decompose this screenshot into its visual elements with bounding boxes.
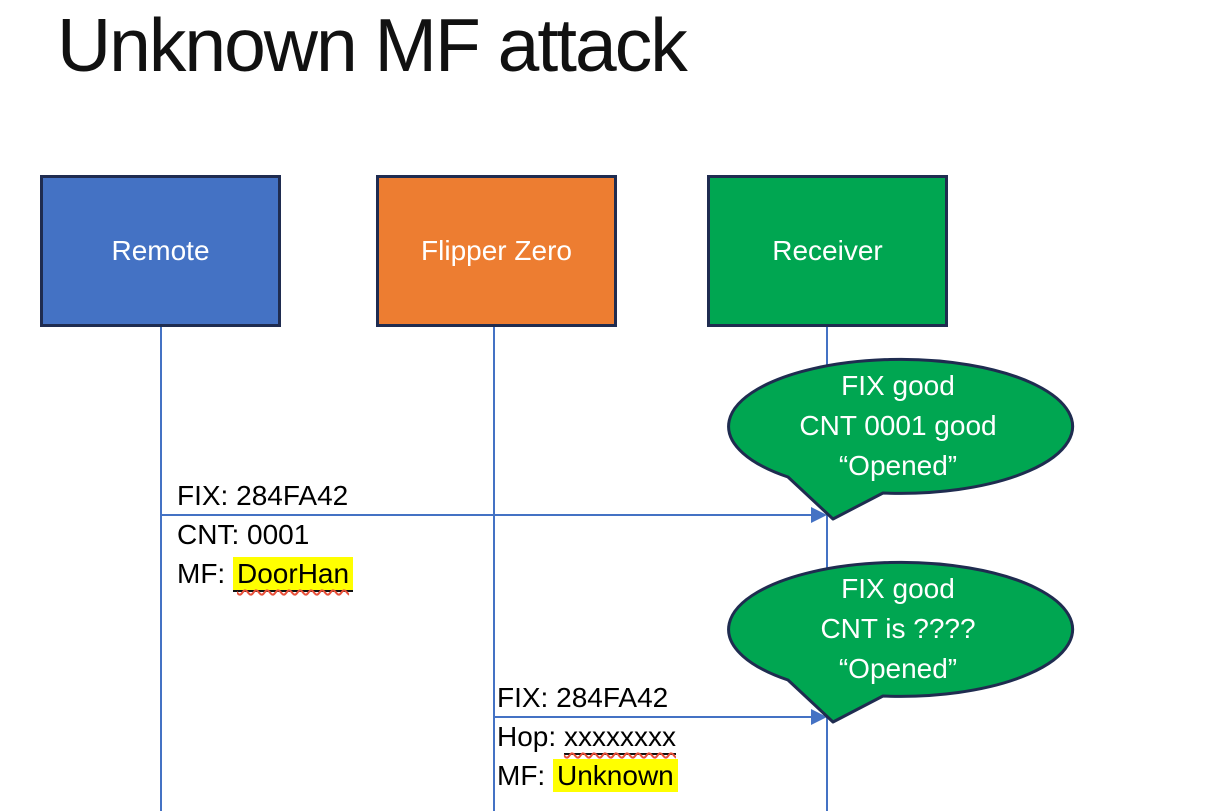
message-2-fix-row: FIX: 284FA42 <box>497 682 669 713</box>
speech-bubble-2 <box>727 560 1075 724</box>
speech-bubble-shape <box>727 357 1075 521</box>
message-1-cnt-row: CNT: 0001 <box>177 519 310 550</box>
message-label-flipper: FIX: 284FA42 Hop: xxxxxxxx MF: Unknown <box>497 678 678 795</box>
message-2-hop-row: Hop: xxxxxxxx <box>497 717 678 756</box>
underlined-value-hop: xxxxxxxx <box>563 721 676 755</box>
lifeline-remote <box>160 327 162 811</box>
actor-label-flipper-zero: Flipper Zero <box>421 235 572 266</box>
actor-box-remote: Remote <box>40 175 281 327</box>
message-line-remote-to-receiver <box>161 514 813 516</box>
actor-box-flipper-zero: Flipper Zero <box>376 175 617 327</box>
highlighted-value-unknown: Unknown <box>553 759 678 792</box>
message-1-fix-row: FIX: 284FA42 <box>177 480 349 511</box>
highlighted-value-doorhan: DoorHan <box>233 557 354 592</box>
actor-box-receiver: Receiver <box>707 175 948 327</box>
message-1-mf-row: MF: DoorHan <box>177 554 354 593</box>
message-line-flipper-to-receiver <box>494 716 813 718</box>
lifeline-flipper-zero <box>493 327 495 811</box>
bubble-text-2: FIX good CNT is ???? “Opened” <box>820 573 976 684</box>
message-label-remote: FIX: 284FA42 CNT: 0001 MF: DoorHan <box>177 476 354 593</box>
bubble-text-1: FIX good CNT 0001 good “Opened” <box>799 370 997 481</box>
speech-bubble-1 <box>727 357 1075 521</box>
actor-label-receiver: Receiver <box>772 235 883 266</box>
actor-label-remote: Remote <box>111 235 210 266</box>
message-2-mf-row: MF: Unknown <box>497 756 678 795</box>
speech-bubble-shape <box>727 560 1075 724</box>
page-title: Unknown MF attack <box>57 3 688 87</box>
